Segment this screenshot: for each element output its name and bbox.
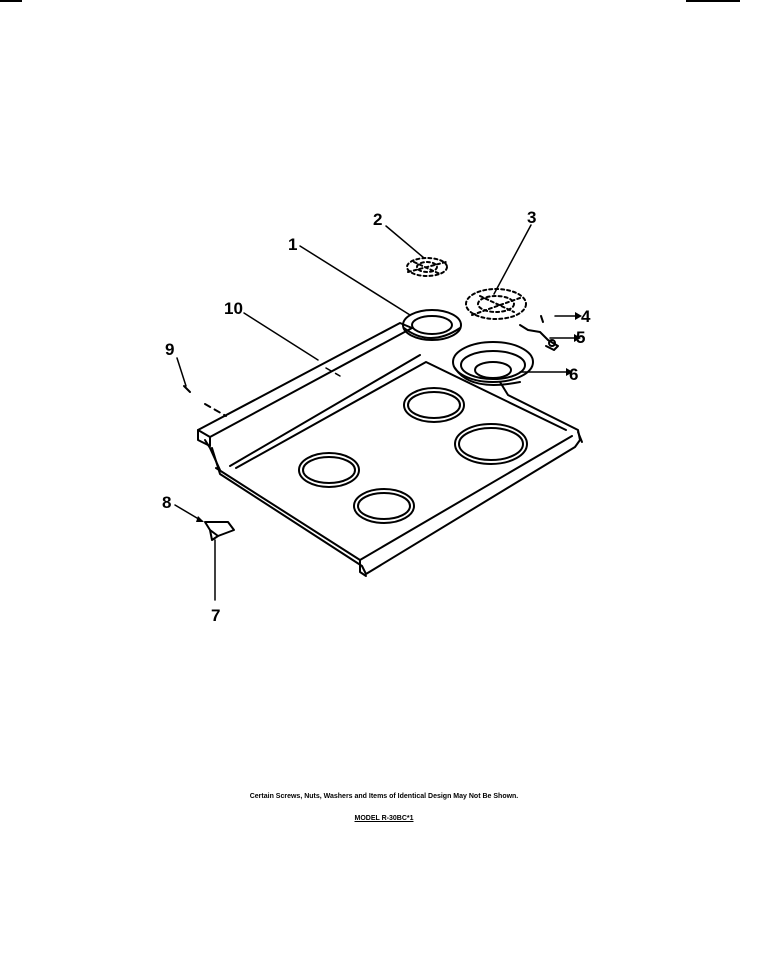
callout-3: 3 bbox=[527, 208, 536, 227]
callout-5: 5 bbox=[576, 328, 585, 347]
callout-1: 1 bbox=[288, 235, 297, 254]
arrowhead-8 bbox=[196, 516, 204, 522]
callout-6: 6 bbox=[569, 365, 578, 384]
arrowhead-6 bbox=[566, 368, 573, 376]
callout-4: 4 bbox=[581, 307, 591, 326]
callout-9: 9 bbox=[165, 340, 174, 359]
callout-8: 8 bbox=[162, 493, 171, 512]
arrowhead-5 bbox=[574, 334, 581, 342]
top-left-edge-line bbox=[0, 0, 22, 2]
screw-part bbox=[540, 315, 544, 323]
mounting-clip bbox=[204, 521, 235, 541]
rail-screw bbox=[183, 385, 227, 417]
leader-lines bbox=[174, 224, 576, 601]
arrowhead-4 bbox=[575, 312, 582, 320]
callout-2: 2 bbox=[373, 210, 382, 229]
small-drip-bowl bbox=[402, 309, 462, 341]
drip-bowl bbox=[452, 341, 534, 386]
callout-10: 10 bbox=[224, 299, 243, 318]
model-number: MODEL R-30BC*1 bbox=[354, 815, 414, 822]
footer-note: Certain Screws, Nuts, Washers and Items … bbox=[249, 793, 519, 800]
small-surface-element bbox=[406, 257, 448, 277]
top-right-edge-line bbox=[686, 0, 740, 2]
callout-7: 7 bbox=[211, 606, 220, 625]
terminal-block bbox=[519, 324, 559, 351]
burner-openings bbox=[298, 387, 528, 524]
large-surface-element bbox=[465, 288, 527, 320]
